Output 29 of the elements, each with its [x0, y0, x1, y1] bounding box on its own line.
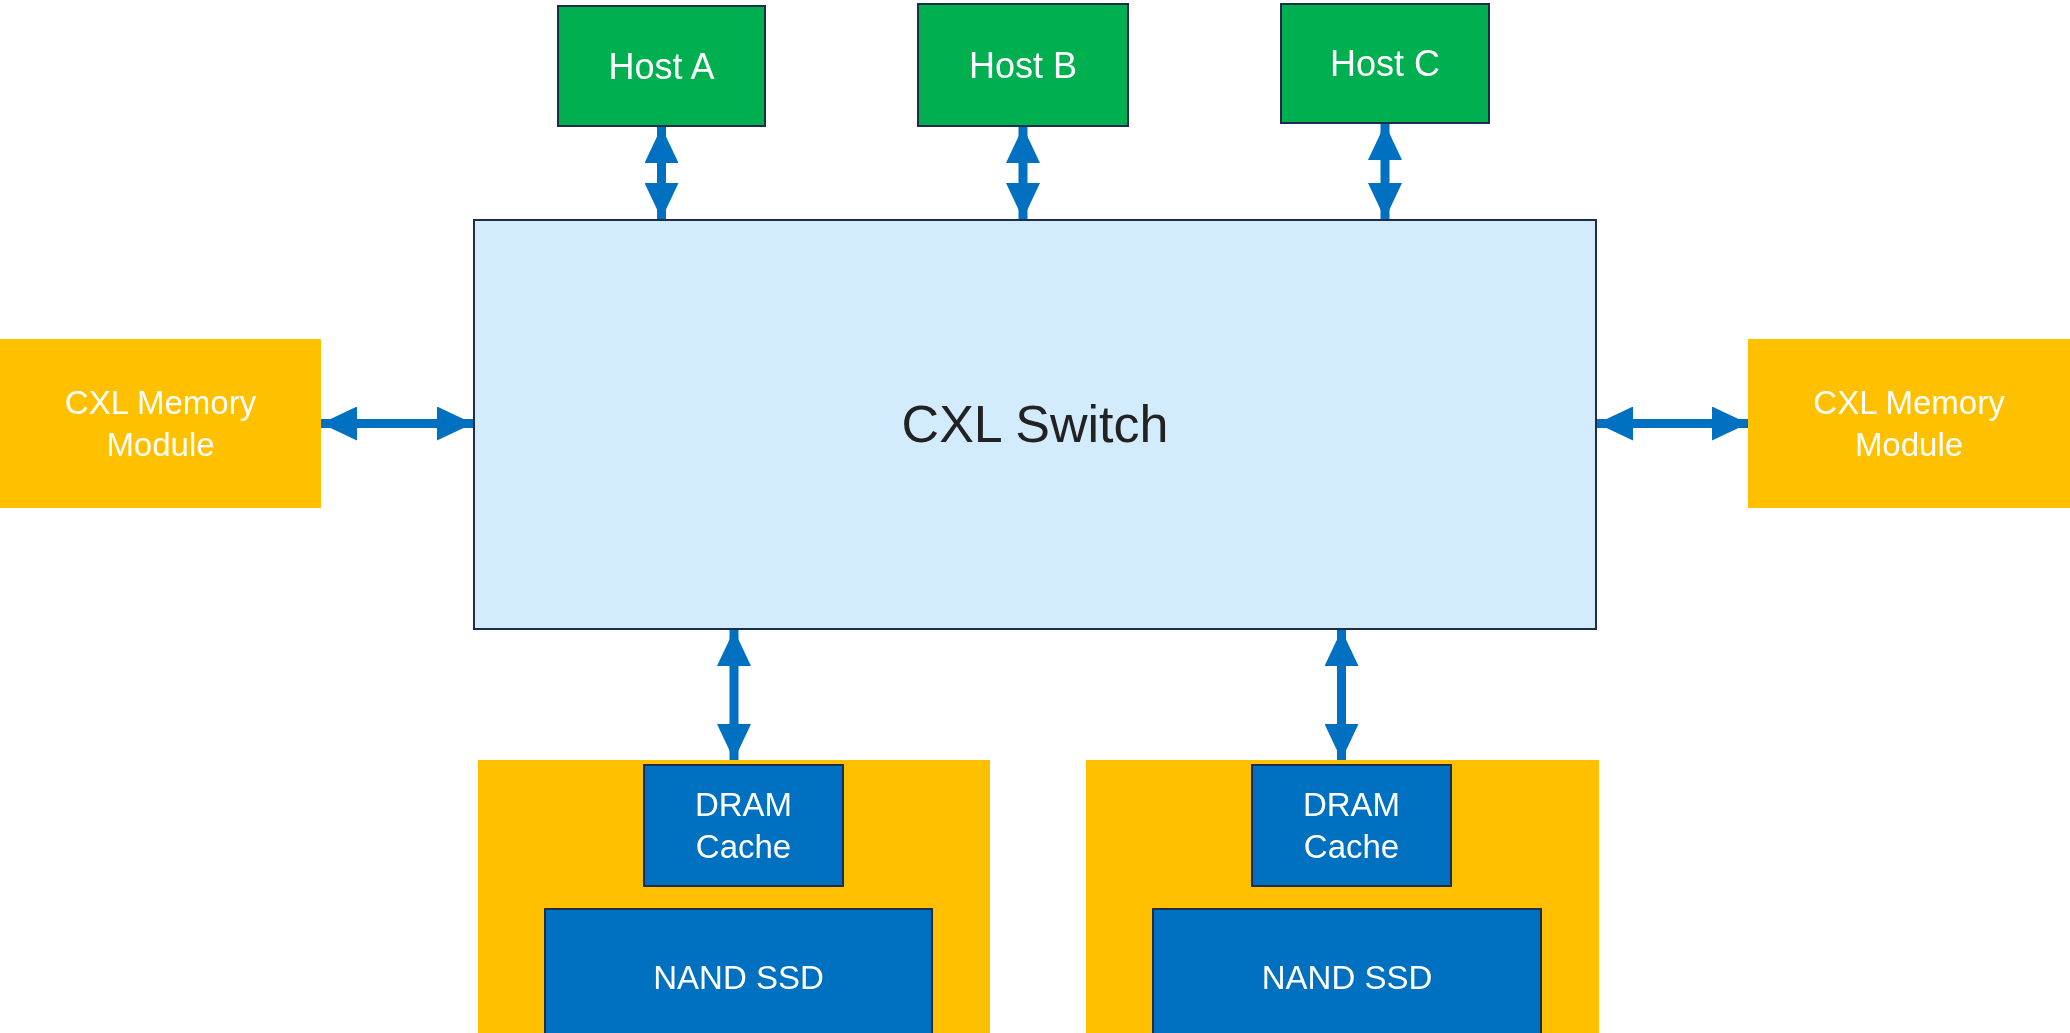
node-label: CXL Memory Module: [63, 383, 258, 465]
double-arrow: [1597, 406, 1748, 441]
dram-cache-box: [643, 764, 844, 887]
switch-box: [473, 219, 1597, 630]
node-label: Host A: [608, 44, 715, 89]
device-card: [1086, 760, 1599, 1033]
node-label: NAND SSD: [653, 958, 824, 999]
node-label: CXL Switch: [901, 394, 1169, 455]
double-arrow: [1368, 124, 1402, 219]
host-box: [917, 3, 1129, 127]
dram-cache-box: [1251, 764, 1452, 887]
nand-ssd-box: [1152, 908, 1542, 1033]
node-label: Host B: [968, 43, 1077, 88]
memory-module-box: [0, 339, 321, 508]
nand-ssd-box: [544, 908, 933, 1033]
host-box: [557, 5, 766, 127]
host-box: [1280, 3, 1490, 124]
double-arrow: [321, 406, 473, 441]
double-arrow: [644, 127, 679, 219]
double-arrow: [1324, 630, 1359, 760]
node-label: NAND SSD: [1261, 958, 1433, 999]
node-label: Host C: [1330, 42, 1440, 86]
memory-module-box: [1748, 339, 2070, 508]
node-label: DRAM Cache: [1301, 785, 1402, 867]
double-arrow: [717, 630, 751, 760]
double-arrow: [1006, 127, 1040, 219]
node-label: CXL Memory Module: [1812, 383, 2006, 465]
device-card: [478, 760, 990, 1033]
node-label: DRAM Cache: [693, 785, 794, 867]
